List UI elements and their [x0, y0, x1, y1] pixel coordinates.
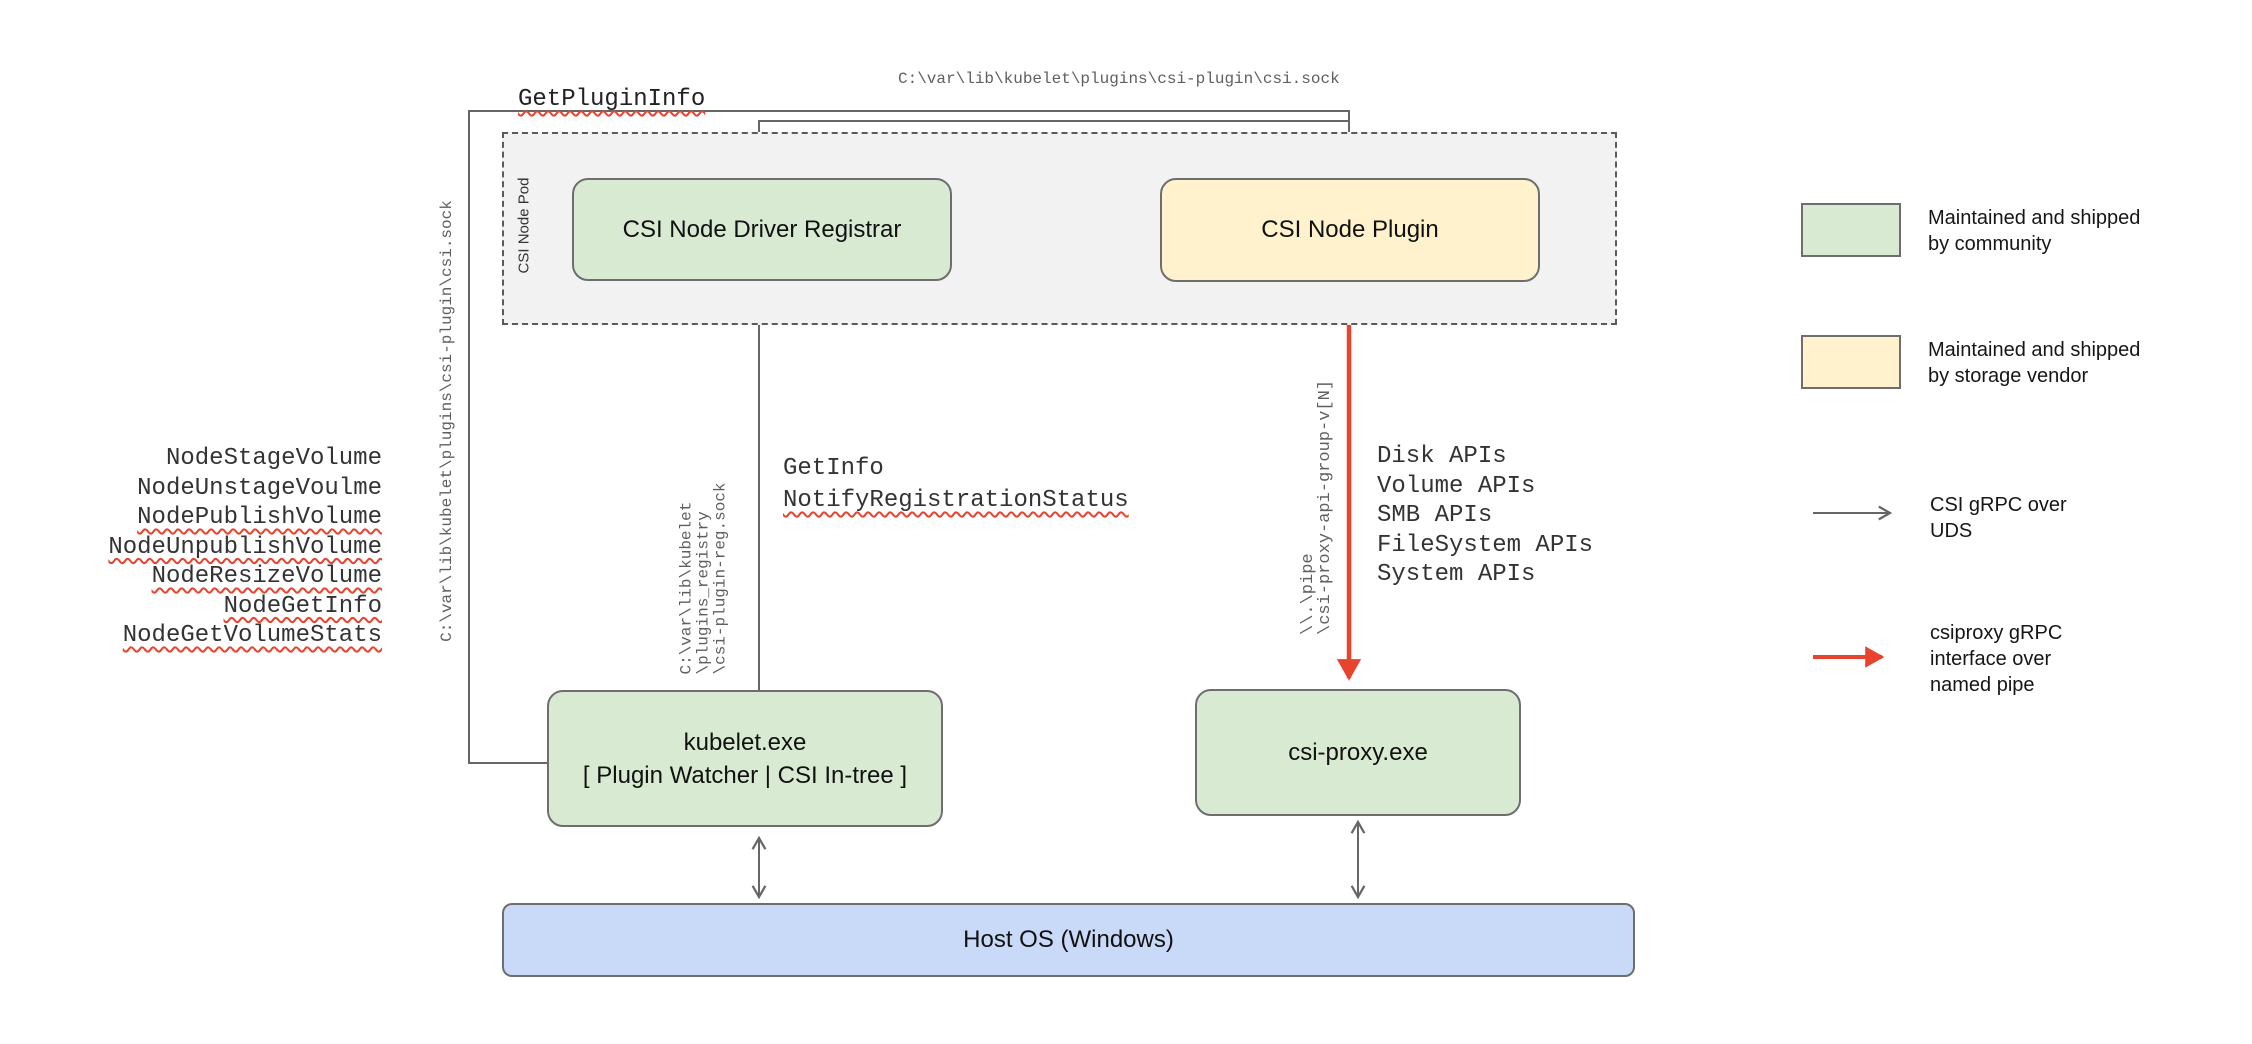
api-item: System APIs [1377, 561, 1536, 588]
kubelet-label-line1: kubelet.exe [683, 728, 807, 756]
csi-node-driver-registrar-label: CSI Node Driver Registrar [622, 215, 902, 243]
csi-proxy-box: csi-proxy.exe [1195, 689, 1521, 816]
node-rpc-item: NodeUnpublishVolume [108, 533, 382, 561]
host-os-label: Host OS (Windows) [963, 926, 1174, 953]
legend-named-pipe-text: csiproxy gRPC interface over named pipe [1930, 622, 2063, 696]
registration-rpc-labels: GetInfo NotifyRegistrationStatus [783, 453, 1129, 517]
notify-registration-status-label: NotifyRegistrationStatus [783, 487, 1129, 514]
csi-node-driver-registrar-box: CSI Node Driver Registrar [572, 178, 952, 281]
plugin-reg-sock-path-label: C:\var\lib\kubelet \plugins_registry \cs… [677, 482, 730, 675]
csi-sock-path-left-label: C:\var\lib\kubelet\plugins\csi-plugin\cs… [438, 200, 456, 642]
csi-node-plugin-box: CSI Node Plugin [1160, 178, 1540, 282]
node-rpc-item: NodeStageVolume [165, 445, 382, 472]
csi-node-pod-label: CSI Node Pod [515, 177, 533, 274]
api-item: Disk APIs [1377, 443, 1507, 470]
csi-node-plugin-label: CSI Node Plugin [1261, 216, 1439, 243]
legend-vendor-swatch [1801, 335, 1901, 389]
csi-proxy-label: csi-proxy.exe [1288, 738, 1428, 766]
legend-community-text: Maintained and shipped by community [1928, 207, 2141, 255]
csi-sock-path-top-label: C:\var\lib\kubelet\plugins\csi-plugin\cs… [898, 70, 1340, 88]
csi-proxy-api-list: Disk APIs Volume APIs SMB APIs FileSyste… [1377, 442, 1593, 590]
kubelet-box: kubelet.exe [ Plugin Watcher | CSI In-tr… [547, 690, 943, 827]
node-rpc-item: NodeResizeVolume [151, 563, 382, 590]
node-rpc-list: NodeStageVolume NodeUnstageVoulme NodePu… [80, 444, 382, 651]
legend-uds-text: CSI gRPC over UDS [1930, 494, 2067, 542]
connector-kubelet-to-plugin-over-top [468, 110, 1357, 764]
get-plugin-info-label: GetPluginInfo [518, 86, 706, 113]
node-rpc-item: NodeGetInfo [223, 592, 382, 620]
host-os-box: Host OS (Windows) [502, 903, 1635, 977]
api-item: SMB APIs [1377, 502, 1493, 529]
get-info-label: GetInfo [783, 455, 884, 482]
kubelet-label-line2: [ Plugin Watcher | CSI In-tree ] [582, 761, 908, 789]
api-item: Volume APIs [1377, 472, 1536, 500]
node-rpc-item: NodeUnstageVoulme [137, 474, 382, 502]
node-rpc-item: NodeGetVolumeStats [122, 622, 382, 649]
node-rpc-item: NodePublishVolume [137, 504, 382, 531]
legend-vendor-text: Maintained and shipped by storage vendor [1928, 339, 2141, 387]
api-item: FileSystem APIs [1377, 531, 1594, 559]
named-pipe-path-label: \\.\pipe \csi-proxy-api-group-v[N] [1299, 379, 1335, 635]
legend-community-swatch [1801, 203, 1901, 257]
